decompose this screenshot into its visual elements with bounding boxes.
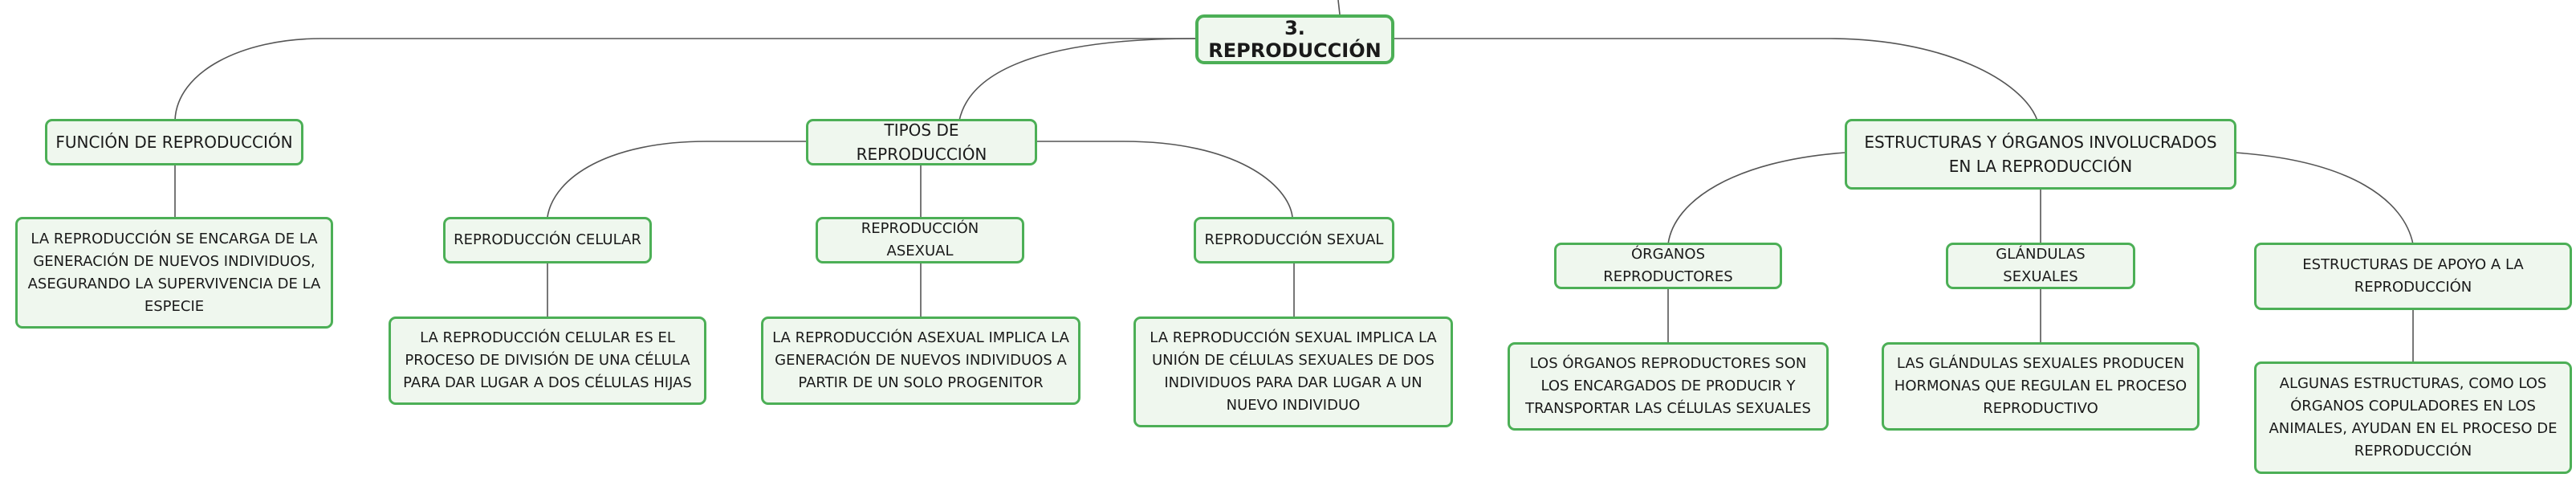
topic-funcion-de-reproduccion[interactable]: FUNCIÓN DE REPRODUCCIÓN <box>45 119 303 165</box>
subtopic-reproduccion-asexual[interactable]: REPRODUCCIÓN ASEXUAL <box>816 217 1024 263</box>
subtopic-glandulas-sexuales[interactable]: GLÁNDULAS SEXUALES <box>1946 243 2135 289</box>
connector-estructuras-organos <box>1667 152 1846 245</box>
detail-estructuras-de-apoyo[interactable]: ALGUNAS ESTRUCTURAS, COMO LOS ÓRGANOS CO… <box>2254 361 2572 474</box>
connector-tipos-sexual <box>1037 141 1293 218</box>
subtopic-reproduccion-sexual[interactable]: REPRODUCCIÓN SEXUAL <box>1194 217 1394 263</box>
detail-reproduccion-asexual[interactable]: LA REPRODUCCIÓN ASEXUAL IMPLICA LA GENER… <box>761 317 1080 405</box>
detail-funcion-de-reproduccion[interactable]: LA REPRODUCCIÓN SE ENCARGA DE LA GENERAC… <box>15 217 333 329</box>
topic-tipos-de-reproduccion[interactable]: TIPOS DE REPRODUCCIÓN <box>806 119 1037 165</box>
connector-root-funcion <box>174 38 1196 121</box>
detail-organos-reproductores[interactable]: LOS ÓRGANOS REPRODUCTORES SON LOS ENCARG… <box>1508 342 1829 431</box>
detail-reproduccion-celular[interactable]: LA REPRODUCCIÓN CELULAR ES EL PROCESO DE… <box>389 317 706 405</box>
root-topic[interactable]: 3. REPRODUCCIÓN <box>1195 14 1394 64</box>
connector-root-estructuras <box>1394 38 2038 121</box>
connector-root-tipos <box>958 38 1197 121</box>
detail-reproduccion-sexual[interactable]: LA REPRODUCCIÓN SEXUAL IMPLICA LA UNIÓN … <box>1133 317 1453 427</box>
connector-tipos-celular <box>547 141 806 218</box>
subtopic-organos-reproductores[interactable]: ÓRGANOS REPRODUCTORES <box>1554 243 1782 289</box>
subtopic-estructuras-de-apoyo[interactable]: ESTRUCTURAS DE APOYO A LA REPRODUCCIÓN <box>2254 243 2572 310</box>
subtopic-reproduccion-celular[interactable]: REPRODUCCIÓN CELULAR <box>443 217 652 263</box>
topic-estructuras-y-organos[interactable]: ESTRUCTURAS Y ÓRGANOS INVOLUCRADOS EN LA… <box>1845 119 2236 190</box>
connector-estructuras-apoyo <box>2234 152 2414 245</box>
detail-glandulas-sexuales[interactable]: LAS GLÁNDULAS SEXUALES PRODUCEN HORMONAS… <box>1882 342 2200 431</box>
connector-top-stub <box>1337 0 1341 15</box>
